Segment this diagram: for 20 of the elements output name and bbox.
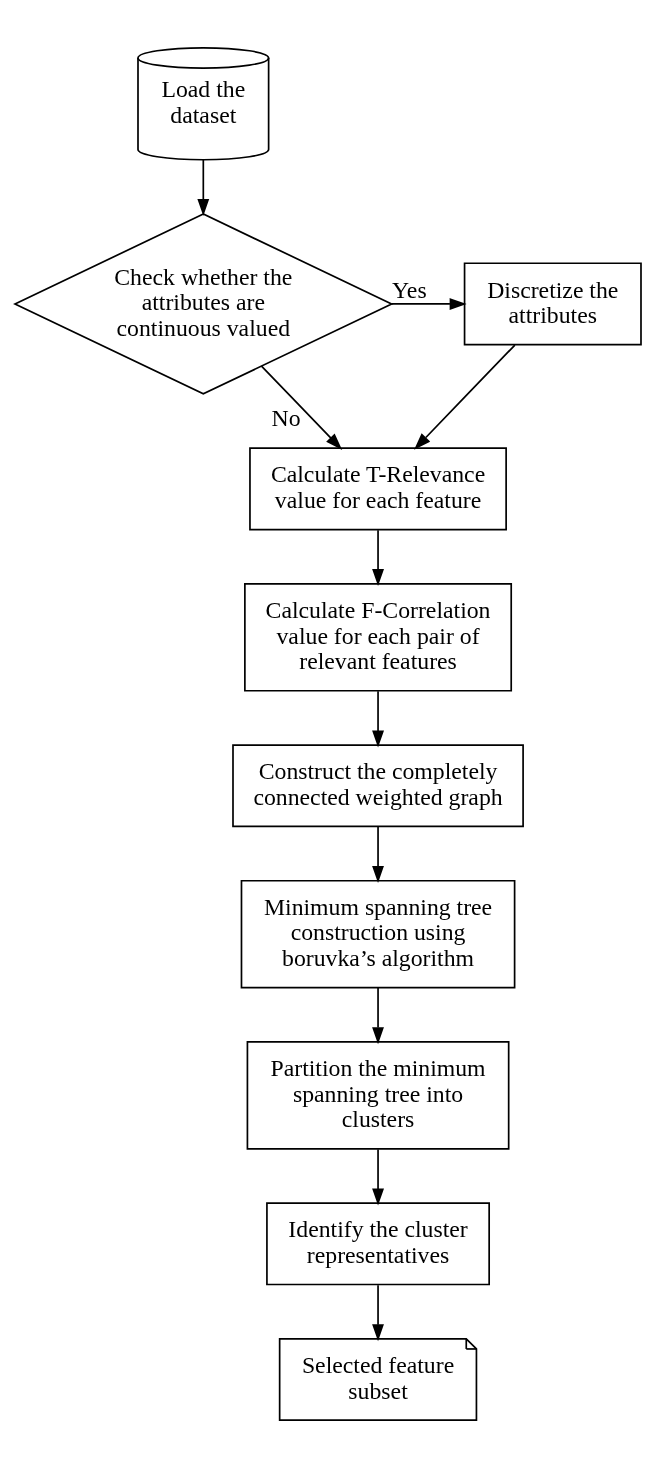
arrow bbox=[260, 364, 343, 450]
edge-label: No bbox=[271, 404, 301, 431]
arrow bbox=[390, 297, 467, 310]
arrow bbox=[372, 986, 384, 1044]
node-box: Minimum spanning tree construction using boruvka’s algorithm bbox=[240, 879, 516, 988]
node-box: Construct the completely connected weighted graph bbox=[232, 743, 524, 827]
arrow bbox=[372, 690, 384, 748]
arrow bbox=[414, 343, 516, 450]
edge-label: Yes bbox=[392, 276, 427, 302]
node-box: Partition the minimum spanning tree into clusters bbox=[246, 1040, 510, 1150]
node-box: Calculate T-Relevance value for each feature bbox=[249, 446, 507, 530]
arrow bbox=[372, 825, 384, 883]
node-diamond: Check whether the attributes are continuous valued bbox=[13, 212, 394, 395]
arrow bbox=[372, 1283, 384, 1341]
node-box: Calculate F-Correlation value for each pair of relevant features bbox=[244, 582, 513, 692]
arrow bbox=[372, 1148, 384, 1206]
arrow bbox=[197, 158, 210, 216]
node-box: Identify the cluster representatives bbox=[266, 1201, 490, 1285]
arrow bbox=[372, 528, 384, 586]
node-box: Discretize the attributes bbox=[463, 261, 642, 345]
